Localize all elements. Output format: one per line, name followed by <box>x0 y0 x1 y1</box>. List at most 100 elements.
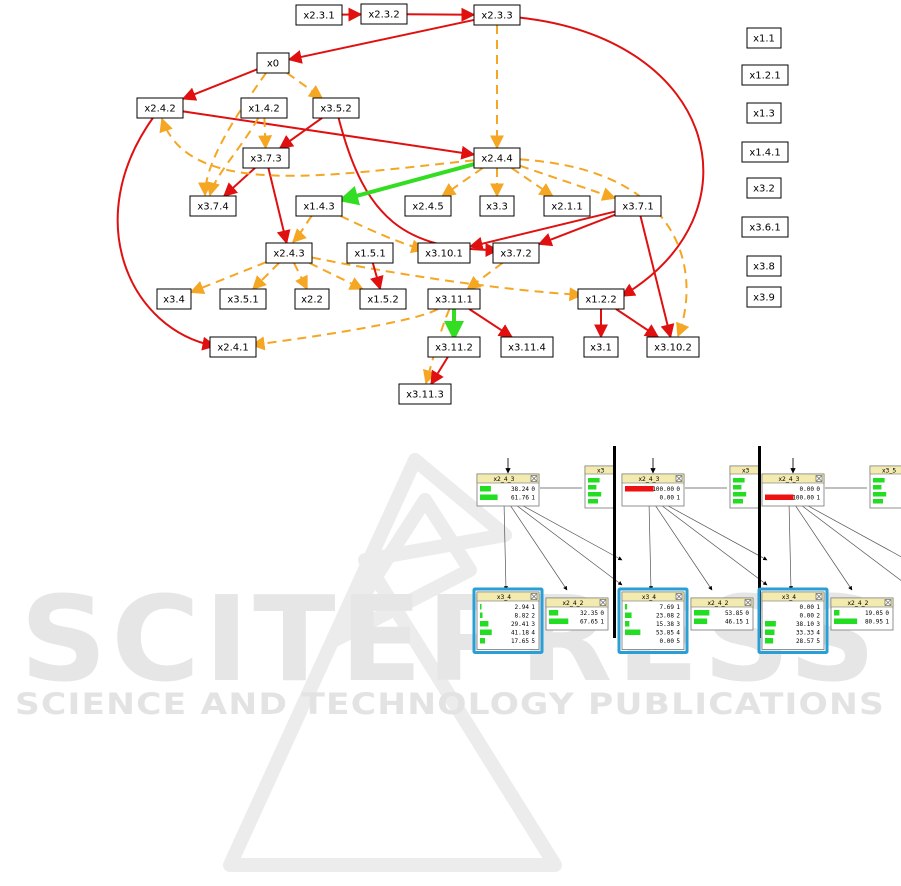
edge-x3.7.3-to-x2.4.3 <box>267 167 291 245</box>
node-label: x2.3.1 <box>303 11 334 22</box>
isolated-node[interactable]: x3.9 <box>746 286 782 308</box>
edge-x2.4.2-to-x2.4.4 <box>182 110 476 160</box>
edge-x0-to-x3.7.4 <box>198 72 267 197</box>
isolated-node[interactable]: x3.8 <box>746 255 782 277</box>
node-label: x1.5.1 <box>354 249 385 260</box>
network-node[interactable]: x2.4.4 <box>473 147 521 169</box>
node-box <box>417 242 471 264</box>
node-box <box>741 216 789 238</box>
box-node-name: x2_4_3 <box>778 476 799 483</box>
network-node[interactable]: x2.2 <box>294 288 330 310</box>
close-icon-glyph <box>531 593 537 600</box>
probability-bar <box>588 492 602 497</box>
probability-value: 19.05 <box>865 610 883 617</box>
state-label: 4 <box>676 630 680 637</box>
state-label: 1 <box>676 604 680 611</box>
network-node[interactable]: x1.2.2 <box>577 288 625 310</box>
network-node[interactable]: x0 <box>256 52 290 74</box>
network-node[interactable]: x2.4.3 <box>265 242 313 264</box>
probability-bar <box>588 478 600 483</box>
node-box <box>295 4 343 26</box>
probability-bar <box>480 638 486 644</box>
edge-x2.4.3-to-x2.2 <box>293 262 308 291</box>
probability-bar <box>588 499 598 504</box>
node-box <box>746 27 782 49</box>
network-node[interactable]: x3.7.1 <box>614 195 662 217</box>
probability-bar <box>873 492 887 497</box>
probability-value: 8.82 <box>515 613 530 620</box>
node-label: x3.5.2 <box>320 104 351 115</box>
network-node[interactable]: x3.11.2 <box>427 336 481 358</box>
probability-value: 67.65 <box>580 619 598 626</box>
node-label: x1.4.2 <box>248 104 279 115</box>
network-node[interactable]: x1.5.2 <box>359 288 407 310</box>
influence-link <box>648 501 654 591</box>
network-node[interactable]: x1.4.3 <box>295 195 343 217</box>
state-label: 3 <box>531 621 535 628</box>
network-node[interactable]: x3.5.1 <box>219 288 267 310</box>
edge-x1.4.3-to-x2.4.3 <box>292 215 313 243</box>
network-node[interactable]: x1.4.2 <box>240 97 288 119</box>
node-label: x3.11.1 <box>435 295 473 306</box>
probability-bar <box>873 499 883 504</box>
node-label: x2.4.1 <box>217 343 248 354</box>
probability-bar <box>873 478 885 483</box>
probability-value: 38.10 <box>796 621 814 628</box>
network-node[interactable]: x3.7.4 <box>189 195 237 217</box>
network-node[interactable]: x3.7.2 <box>492 242 540 264</box>
network-node[interactable]: x3.10.2 <box>646 336 700 358</box>
node-box <box>646 336 700 358</box>
probability-bar <box>625 486 654 492</box>
network-node[interactable]: x3.11.3 <box>398 383 452 405</box>
probability-bar <box>625 629 641 635</box>
isolated-node[interactable]: x3.6.1 <box>741 216 789 238</box>
network-node[interactable]: x3.5.2 <box>312 97 360 119</box>
edge-x2.3.3-to-x0 <box>287 18 475 64</box>
probability-value: 61.76 <box>511 495 529 502</box>
node-box <box>741 141 789 163</box>
edge-x3.7.1-to-x3.7.2 <box>537 213 616 247</box>
network-node[interactable]: x2.3.1 <box>295 4 343 26</box>
close-icon-glyph <box>600 599 606 606</box>
state-label: 1 <box>531 604 535 611</box>
isolated-node[interactable]: x3.2 <box>746 177 782 199</box>
probability-value: 33.33 <box>796 630 814 637</box>
network-node[interactable]: x1.5.1 <box>346 242 394 264</box>
node-label: x3.6.1 <box>749 223 780 234</box>
influence-link <box>652 501 713 591</box>
node-label: x2.3.3 <box>481 11 512 22</box>
probability-value: 0.00 <box>800 613 815 620</box>
network-node[interactable]: x3.3 <box>479 195 515 217</box>
isolated-node[interactable]: x1.3 <box>746 102 782 124</box>
isolated-node[interactable]: x1.1 <box>746 27 782 49</box>
probability-bar <box>694 618 708 624</box>
network-node[interactable]: x3.4 <box>156 288 192 310</box>
node-box <box>741 64 789 86</box>
network-node[interactable]: x2.4.1 <box>209 336 257 358</box>
edge-x3.11.1-to-x2.4.1 <box>250 308 439 351</box>
network-node[interactable]: x2.4.5 <box>404 195 452 217</box>
network-node[interactable]: x3.11.4 <box>500 336 554 358</box>
network-node[interactable]: x3.1 <box>583 336 619 358</box>
edge-x3.11.1-to-x3.11.4 <box>468 308 513 338</box>
network-node[interactable]: x2.4.2 <box>136 97 184 119</box>
node-box <box>136 97 184 119</box>
network-node[interactable]: x3.10.1 <box>417 242 471 264</box>
network-node[interactable]: x3.11.1 <box>427 288 481 310</box>
probability-bar <box>549 618 569 624</box>
network-node[interactable]: x2.3.3 <box>473 4 521 26</box>
network-node[interactable]: x3.7.3 <box>242 147 290 169</box>
network-node[interactable]: x2.3.2 <box>360 3 408 25</box>
isolated-node[interactable]: x1.2.1 <box>741 64 789 86</box>
isolated-node[interactable]: x1.4.1 <box>741 141 789 163</box>
network-node[interactable]: x2.1.1 <box>543 195 591 217</box>
